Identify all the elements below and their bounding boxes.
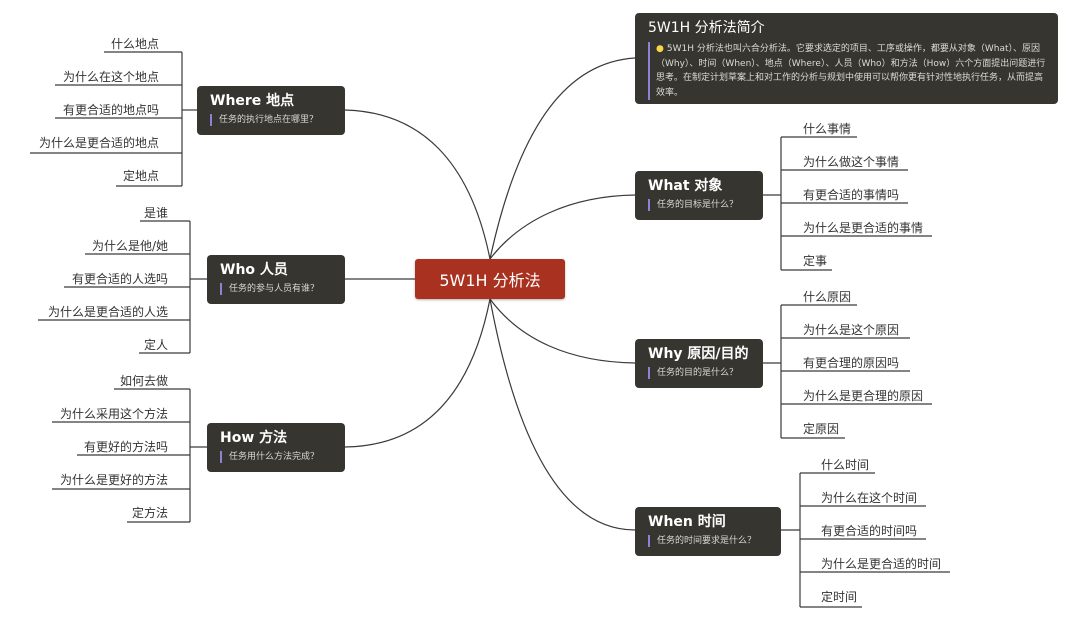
subtopic-where-1[interactable]: 什么地点 <box>110 37 159 51</box>
subtopic-why-5[interactable]: 定原因 <box>803 422 840 436</box>
topic-why[interactable]: Why 原因/目的 任务的目的是什么？ <box>635 339 763 388</box>
topic-who-note: 任务的参与人员有谁？ <box>220 283 335 295</box>
subtopic-how-1[interactable]: 如何去做 <box>119 374 168 388</box>
topic-who-title: Who 人员 <box>220 262 288 278</box>
lightbulb-icon: ● <box>656 44 664 54</box>
intro-topic[interactable]: 5W1H 分析法简介 ●5W1H 分析法也叫六合分析法。它要求选定的项目、工序或… <box>635 13 1058 104</box>
subtopic-what-4[interactable]: 为什么是更合适的事情 <box>803 221 924 235</box>
subtopic-when-1[interactable]: 什么时间 <box>821 458 870 472</box>
subtopic-who-3[interactable]: 有更合适的人选吗 <box>71 272 168 286</box>
connector-when <box>489 298 636 531</box>
topic-where[interactable]: Where 地点 任务的执行地点在哪里？ <box>197 86 345 135</box>
connector-where <box>344 109 491 260</box>
topic-how-title: How 方法 <box>220 430 288 446</box>
subtopic-what-3[interactable]: 有更合适的事情吗 <box>803 188 900 202</box>
intro-note: ●5W1H 分析法也叫六合分析法。它要求选定的项目、工序或操作，都要从对象（Wh… <box>648 42 1046 100</box>
subtopic-how-3[interactable]: 有更好的方法吗 <box>83 440 168 454</box>
topic-who[interactable]: Who 人员 任务的参与人员有谁？ <box>207 255 345 304</box>
subtopic-when-4[interactable]: 为什么是更合适的时间 <box>821 557 942 571</box>
subtopic-where-5[interactable]: 定地点 <box>122 169 159 183</box>
subtopic-how-2[interactable]: 为什么采用这个方法 <box>59 407 168 421</box>
subtopic-where-3[interactable]: 有更合适的地点吗 <box>62 103 159 117</box>
subtopic-who-4[interactable]: 为什么是更合适的人选 <box>47 305 168 319</box>
topic-why-title: Why 原因/目的 <box>648 346 749 362</box>
topic-what-title: What 对象 <box>648 178 723 194</box>
subtopic-where-2[interactable]: 为什么在这个地点 <box>62 70 159 84</box>
connector-why <box>489 298 636 364</box>
subtopic-what-5[interactable]: 定事 <box>803 254 828 268</box>
subtopic-what-1[interactable]: 什么事情 <box>803 122 852 136</box>
subtopic-why-3[interactable]: 有更合理的原因吗 <box>803 356 900 370</box>
subtopic-how-5[interactable]: 定方法 <box>131 506 168 520</box>
intro-title: 5W1H 分析法简介 <box>648 20 765 36</box>
subtopic-when-3[interactable]: 有更合适的时间吗 <box>821 524 918 538</box>
topic-how[interactable]: How 方法 任务用什么方法完成？ <box>207 423 345 472</box>
connector-what <box>489 194 636 260</box>
subtopic-why-4[interactable]: 为什么是更合理的原因 <box>803 389 924 403</box>
connector-intro <box>489 57 636 260</box>
subtopic-how-4[interactable]: 为什么是更好的方法 <box>59 473 168 487</box>
topic-what[interactable]: What 对象 任务的目标是什么？ <box>635 171 763 220</box>
subtopic-when-5[interactable]: 定时间 <box>821 590 858 604</box>
subtopic-who-5[interactable]: 定人 <box>143 338 168 352</box>
subtopic-who-2[interactable]: 为什么是他/她 <box>91 239 168 253</box>
subtopic-why-2[interactable]: 为什么是这个原因 <box>803 323 900 337</box>
topic-where-title: Where 地点 <box>210 93 295 109</box>
subtopic-why-1[interactable]: 什么原因 <box>803 290 852 304</box>
topic-where-note: 任务的执行地点在哪里？ <box>210 114 335 126</box>
topic-what-note: 任务的目标是什么？ <box>648 199 753 211</box>
intro-note-text: 5W1H 分析法也叫六合分析法。它要求选定的项目、工序或操作，都要从对象（Wha… <box>656 44 1046 98</box>
subtopic-where-4[interactable]: 为什么是更合适的地点 <box>38 136 159 150</box>
subtopic-who-1[interactable]: 是谁 <box>143 206 168 220</box>
topic-how-note: 任务用什么方法完成？ <box>220 451 335 463</box>
subtopic-when-2[interactable]: 为什么在这个时间 <box>821 491 918 505</box>
topic-why-note: 任务的目的是什么？ <box>648 367 753 379</box>
connector-how <box>344 298 491 448</box>
topic-when-note: 任务的时间要求是什么？ <box>648 535 771 547</box>
central-topic-label: 5W1H 分析法 <box>439 271 541 290</box>
central-topic[interactable]: 5W1H 分析法 <box>415 259 565 299</box>
topic-when-title: When 时间 <box>648 514 726 530</box>
subtopic-what-2[interactable]: 为什么做这个事情 <box>803 155 900 169</box>
topic-when[interactable]: When 时间 任务的时间要求是什么？ <box>635 507 781 556</box>
